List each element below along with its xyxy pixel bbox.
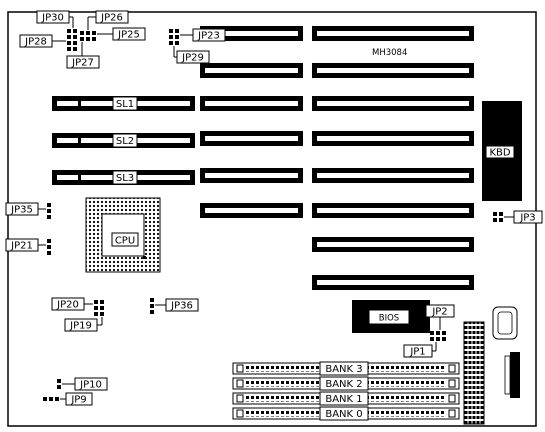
expansion-slot bbox=[312, 275, 474, 290]
slot-extension bbox=[200, 131, 303, 146]
board-model-label: MH3084 bbox=[372, 48, 407, 58]
expansion-slot bbox=[312, 96, 474, 111]
jp20-label: JP20 bbox=[56, 300, 79, 311]
expansion-slot bbox=[312, 168, 474, 183]
simm-bank-3: BANK 3 bbox=[232, 361, 460, 376]
keyboard-connector: KBD bbox=[482, 101, 522, 201]
jp2-label: JP2 bbox=[431, 307, 447, 318]
jp29-label: JP29 bbox=[181, 53, 204, 64]
bios-label: BIOS bbox=[379, 314, 399, 324]
local-bus-slot-sl3: SL3 bbox=[52, 170, 195, 185]
kbd-label: KBD bbox=[489, 148, 510, 159]
bank1-label: BANK 1 bbox=[325, 394, 362, 405]
sl1-label: SL1 bbox=[116, 99, 134, 110]
jp10-label: JP10 bbox=[79, 380, 102, 391]
jp25-label: JP25 bbox=[117, 30, 140, 41]
sl3-label: SL3 bbox=[116, 173, 134, 184]
jp1-callout: JP1 bbox=[403, 342, 437, 358]
simm-bank-0: BANK 0 bbox=[232, 406, 460, 421]
connector-header bbox=[510, 352, 520, 398]
jp1-label: JP1 bbox=[409, 347, 425, 358]
cpu-socket: CPU bbox=[85, 197, 161, 273]
battery-inner bbox=[497, 311, 513, 335]
local-bus-slot-sl1: SL1 bbox=[52, 96, 195, 111]
expansion-slot bbox=[312, 237, 474, 252]
bank3-label: BANK 3 bbox=[325, 364, 362, 375]
expansion-slot bbox=[312, 203, 474, 218]
jp30-callout: JP30 bbox=[36, 10, 74, 28]
jp36-label: JP36 bbox=[170, 301, 193, 312]
jp10-callout: JP10 bbox=[57, 377, 108, 391]
jp3-label: JP3 bbox=[519, 213, 535, 224]
jp35-callout: JP35 bbox=[5, 202, 51, 219]
jp27-label: JP27 bbox=[71, 58, 94, 69]
jp21-callout: JP21 bbox=[5, 238, 51, 255]
slot-extension bbox=[200, 96, 303, 111]
expansion-slot bbox=[312, 26, 474, 41]
jumper-pins-jp23 bbox=[169, 29, 179, 45]
expansion-slot bbox=[312, 63, 474, 78]
bank0-label: BANK 0 bbox=[325, 409, 362, 420]
jp27-callout: JP27 bbox=[66, 42, 100, 69]
jp29-callout: JP29 bbox=[173, 46, 210, 64]
slot-extension bbox=[200, 26, 303, 41]
jp28-callout: JP28 bbox=[19, 34, 66, 48]
jp23-callout: JP23 bbox=[180, 28, 226, 42]
jp9-label: JP9 bbox=[70, 395, 86, 406]
jp21-label: JP21 bbox=[10, 241, 33, 252]
bios-chip: BIOS bbox=[352, 300, 430, 333]
jp28-label: JP28 bbox=[24, 37, 47, 48]
simm-bank-1: BANK 1 bbox=[232, 391, 460, 406]
expansion-slot bbox=[312, 131, 474, 146]
jp20-callout: JP20 bbox=[51, 297, 93, 311]
jp23-label: JP23 bbox=[197, 31, 220, 42]
slot-extension bbox=[200, 203, 303, 218]
bank2-label: BANK 2 bbox=[325, 379, 362, 390]
jumper-pins-jp19-20 bbox=[94, 300, 104, 316]
jp35-label: JP35 bbox=[10, 205, 33, 216]
sl2-label: SL2 bbox=[116, 136, 134, 147]
jp26-label: JP26 bbox=[100, 13, 123, 24]
jp26-callout: JP26 bbox=[87, 10, 129, 30]
slot-extension bbox=[200, 63, 303, 78]
local-bus-slot-sl2: SL2 bbox=[52, 133, 195, 148]
jp19-label: JP19 bbox=[69, 321, 92, 332]
power-connector bbox=[463, 321, 485, 425]
slot-extension bbox=[200, 168, 303, 183]
jp2-callout: JP2 bbox=[425, 304, 455, 330]
jumper-pins-jp1-2 bbox=[430, 331, 446, 341]
jp30-label: JP30 bbox=[41, 13, 64, 24]
jp3-callout: JP3 bbox=[493, 210, 543, 224]
expansion-slots bbox=[312, 26, 474, 290]
jp9-callout: JP9 bbox=[43, 392, 93, 406]
jumper-cluster-top-left bbox=[67, 29, 96, 51]
jp19-callout: JP19 bbox=[64, 317, 103, 332]
cpu-label: CPU bbox=[115, 236, 135, 247]
jp25-callout: JP25 bbox=[97, 27, 146, 41]
jp36-callout: JP36 bbox=[150, 298, 199, 314]
connector-frame bbox=[504, 355, 511, 395]
simm-bank-2: BANK 2 bbox=[232, 376, 460, 391]
slot-extensions bbox=[200, 26, 303, 218]
